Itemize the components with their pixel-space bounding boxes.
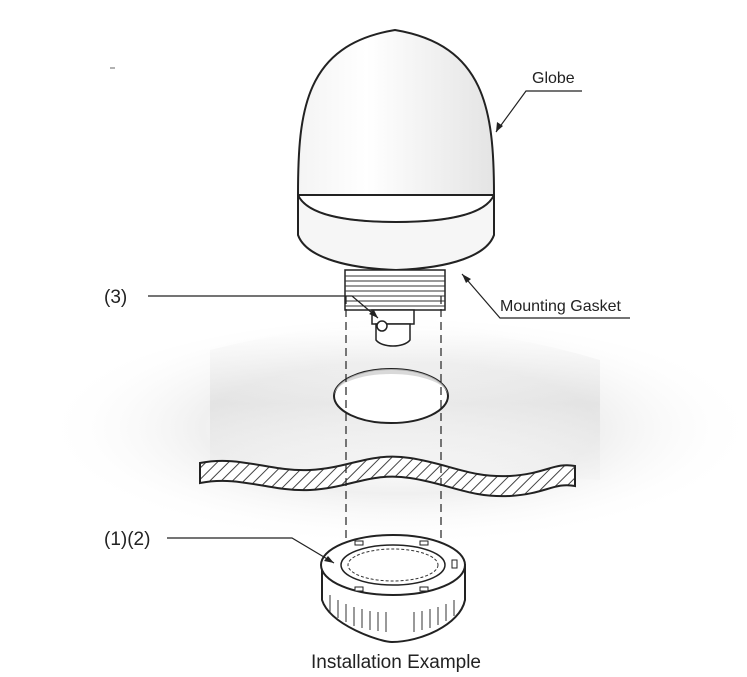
mounting-hole bbox=[333, 368, 449, 424]
globe-light bbox=[296, 28, 496, 272]
caption: Installation Example bbox=[311, 652, 481, 673]
leader-lines bbox=[148, 90, 630, 564]
connector-plug bbox=[371, 309, 415, 347]
panel-cross-section bbox=[199, 455, 576, 498]
threaded-stem bbox=[344, 269, 446, 311]
lock-nut bbox=[320, 534, 466, 644]
globe-label: Globe bbox=[532, 70, 575, 87]
alignment-guides bbox=[345, 296, 442, 570]
ref-1-2-label: (1)(2) bbox=[104, 529, 150, 550]
ref-3-label: (3) bbox=[104, 287, 127, 308]
panel-surface bbox=[40, 320, 747, 560]
mounting-gasket-label: Mounting Gasket bbox=[500, 298, 622, 315]
